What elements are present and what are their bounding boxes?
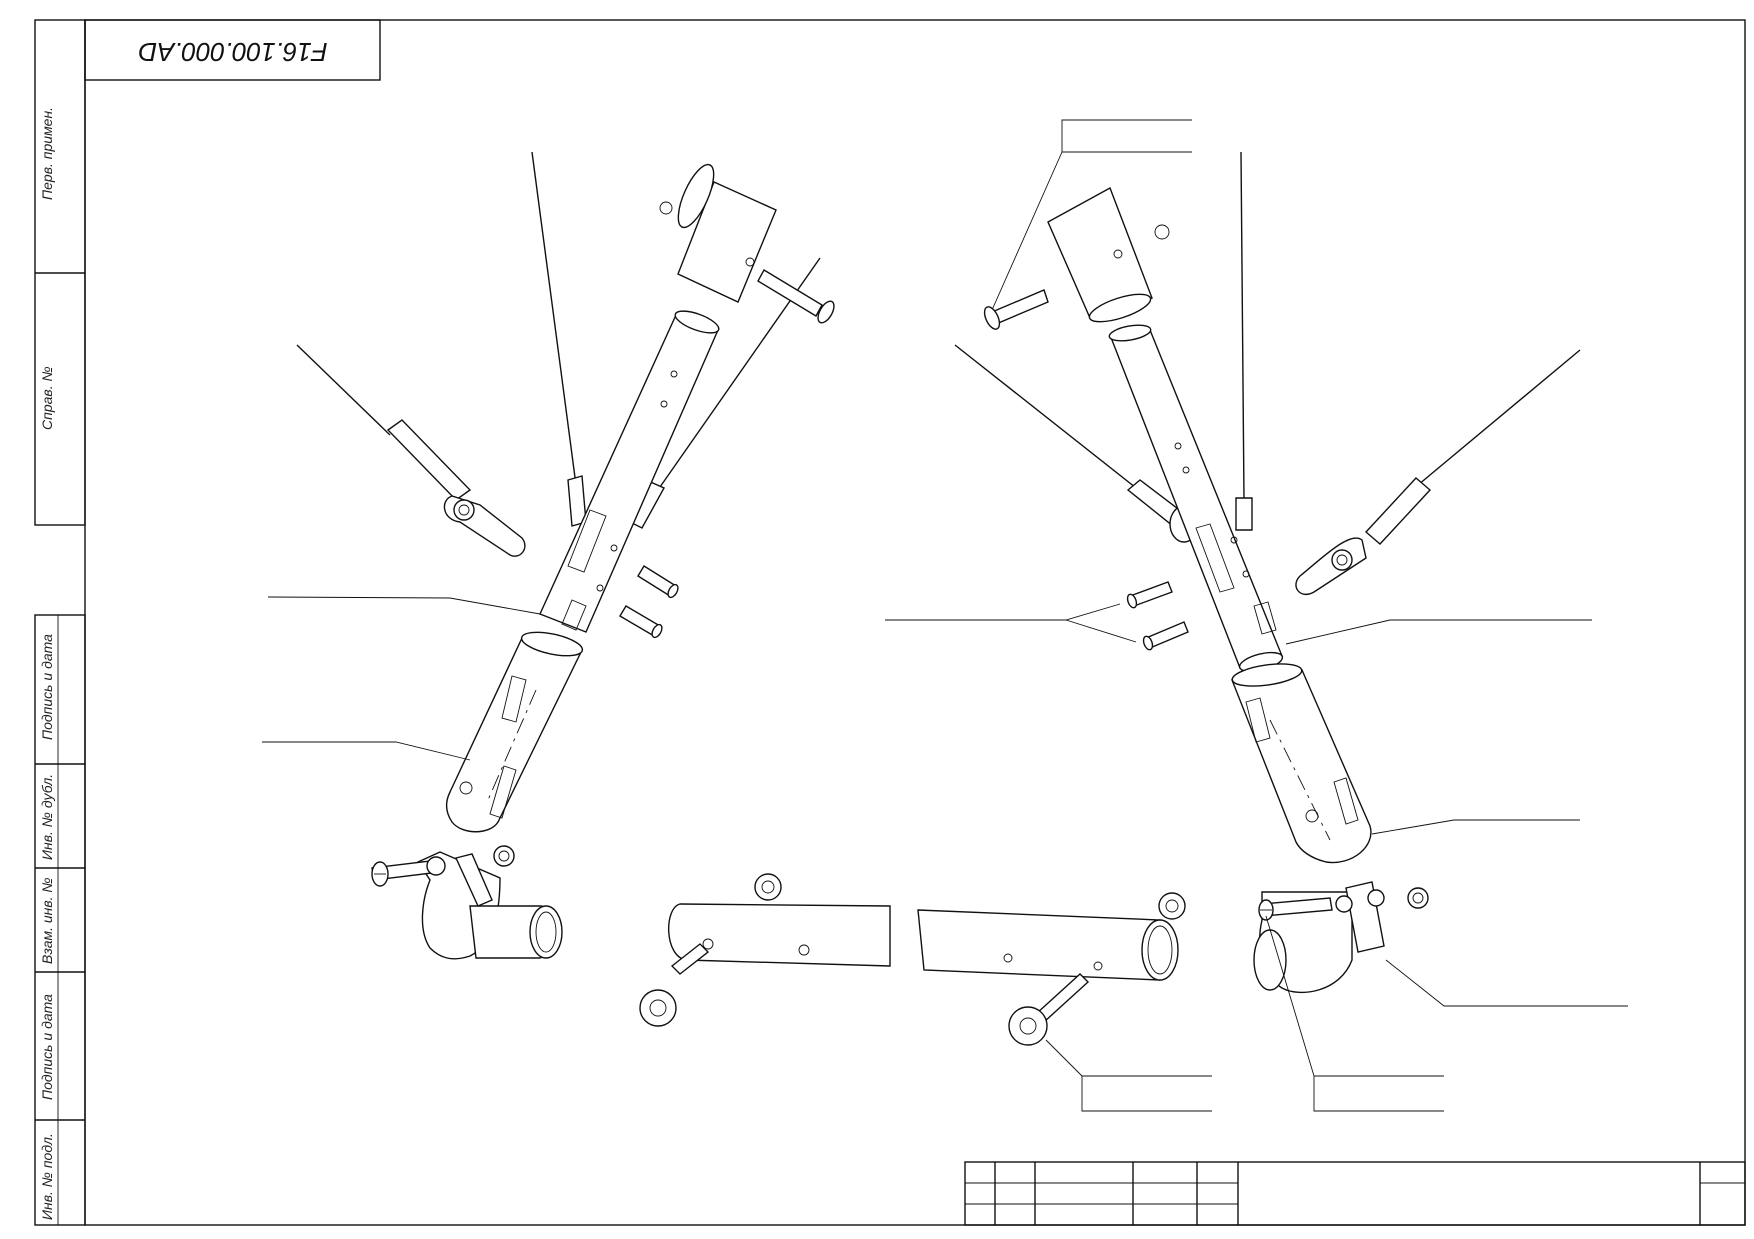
stamp-cell-replacement-inv: Взам. инв. № — [39, 877, 55, 964]
retaining-clip-left — [659, 201, 673, 215]
leader-line-pins-right-1 — [885, 603, 1121, 621]
stamp-cell-reference: Справ. № — [39, 366, 55, 430]
leader-line-pin-right — [991, 151, 1063, 311]
retaining-clip-right — [1154, 224, 1170, 240]
center-tube-right — [917, 909, 1161, 981]
leader-line-elbow-right — [1385, 959, 1628, 1007]
elbow-stub-right — [1253, 929, 1287, 991]
sheet-frame — [84, 19, 1746, 1226]
nut-right — [1407, 887, 1429, 909]
stamp-cell-original-inv: Инв. № подл. — [39, 1133, 55, 1220]
inner-tube-right — [1109, 329, 1283, 669]
bolt-head-center-right — [1008, 1006, 1048, 1046]
rod-sleeve-right-right — [1364, 477, 1432, 545]
code-box: F16.100.000.AD — [84, 19, 381, 81]
leader-line-bolt-right — [1045, 1039, 1083, 1077]
side-stamp-lower — [34, 614, 86, 1226]
rod-sleeve-left — [386, 419, 472, 501]
stamp-cell-duplicate-inv: Инв. № дубл. — [39, 774, 55, 860]
rod-diagonal-left — [296, 344, 391, 436]
leader-line-inner-tube-left — [267, 596, 541, 615]
inner-tube-left — [539, 314, 719, 633]
nut-center-left — [754, 873, 782, 901]
right-assembly — [885, 119, 1628, 1112]
title-block — [964, 1161, 1746, 1226]
clevis-pin-right — [991, 289, 1049, 325]
leader-line-pins-right-2 — [1065, 619, 1137, 643]
stamp-cell-signature-date-1: Подпись и дата — [39, 634, 55, 740]
side-stamp: Перв. примен. Справ. № Подпись и дата Ин… — [34, 19, 86, 1226]
rod-vertical — [531, 151, 577, 486]
leader-line-bolt-right-elbow — [1265, 915, 1315, 1077]
center-tube-left — [668, 903, 891, 967]
upper-cap-left — [677, 181, 777, 303]
rod-end-vertical-right — [1235, 497, 1253, 531]
callout-box-bottom-center — [1081, 1076, 1212, 1112]
rod-eye-tab-right — [1295, 537, 1367, 595]
upper-cap-right — [1047, 187, 1153, 319]
stamp-cell-first-use: Перв. примен. — [39, 107, 55, 200]
nut-left — [493, 845, 515, 867]
leader-line-lower-tube-left — [262, 741, 471, 761]
drawing-code: F16.100.000.AD — [138, 37, 327, 67]
rod-vertical-right — [1240, 151, 1245, 501]
callout-box-bottom-right — [1313, 1076, 1444, 1112]
nut-center-right — [1158, 892, 1186, 920]
left-assembly — [262, 151, 835, 960]
lower-tube-right — [1231, 669, 1372, 864]
leader-line-inner-tube-right — [1285, 619, 1592, 645]
leader-line-lower-tube-right — [1371, 819, 1580, 835]
lower-tube-left — [445, 637, 584, 833]
clevis-pin-left — [757, 269, 823, 317]
center-parts — [639, 873, 1212, 1112]
callout-box-top-right — [1061, 119, 1192, 153]
rod-diagonal-right-right — [1417, 349, 1581, 486]
stamp-cell-signature-date-2: Подпись и дата — [39, 994, 55, 1100]
bolt-head-center-left — [639, 989, 677, 1027]
rod-diagonal-left-right — [954, 344, 1146, 496]
bolt-center-left — [670, 943, 710, 975]
